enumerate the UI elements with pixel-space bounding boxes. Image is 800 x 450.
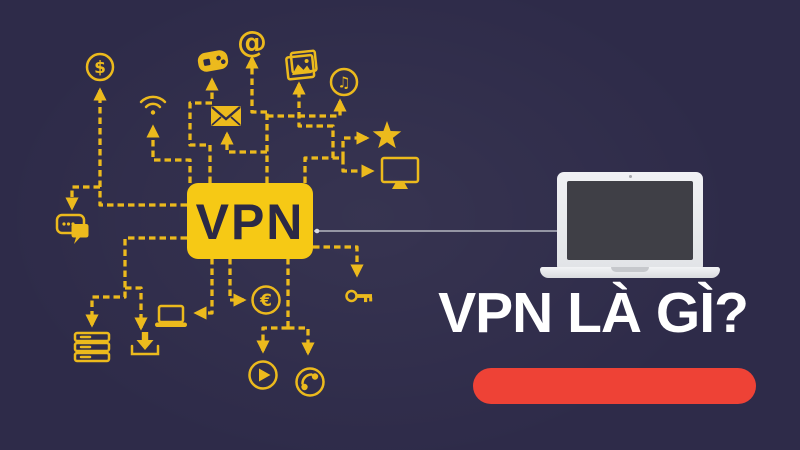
laptop-screen xyxy=(567,181,693,260)
key-icon xyxy=(345,289,373,303)
euro-icon: € xyxy=(251,285,281,315)
page-title: VPN LÀ GÌ? xyxy=(438,281,749,345)
laptop-base-notch xyxy=(611,267,649,272)
at-symbol-icon: @ xyxy=(237,25,267,60)
svg-text:$: $ xyxy=(94,58,106,78)
email-icon xyxy=(211,106,241,126)
download-icon xyxy=(130,332,160,356)
photos-icon xyxy=(285,49,318,81)
game-controller-icon xyxy=(197,50,229,72)
laptop-small-icon xyxy=(155,304,187,327)
laptop-base xyxy=(540,267,720,278)
dollar-icon: $ xyxy=(85,52,115,82)
laptop-webcam xyxy=(628,175,632,178)
circuit-traces xyxy=(65,55,375,356)
server-icon xyxy=(73,331,111,363)
monitor-icon xyxy=(380,156,420,189)
play-icon xyxy=(248,360,278,390)
wifi-icon xyxy=(139,95,167,115)
vpn-box: VPN xyxy=(187,183,313,259)
vpn-label: VPN xyxy=(196,194,305,250)
chat-icon xyxy=(55,213,89,244)
laptop-lid xyxy=(557,172,703,268)
svg-text:€: € xyxy=(259,291,272,311)
star-icon xyxy=(372,121,402,149)
phone-icon xyxy=(295,367,325,397)
laptop-illustration xyxy=(540,172,720,279)
connector-line xyxy=(314,228,560,234)
svg-text:@: @ xyxy=(237,25,267,60)
svg-text:♫: ♫ xyxy=(337,74,350,92)
red-underline-bar xyxy=(473,368,756,404)
music-icon: ♫ xyxy=(329,67,359,97)
